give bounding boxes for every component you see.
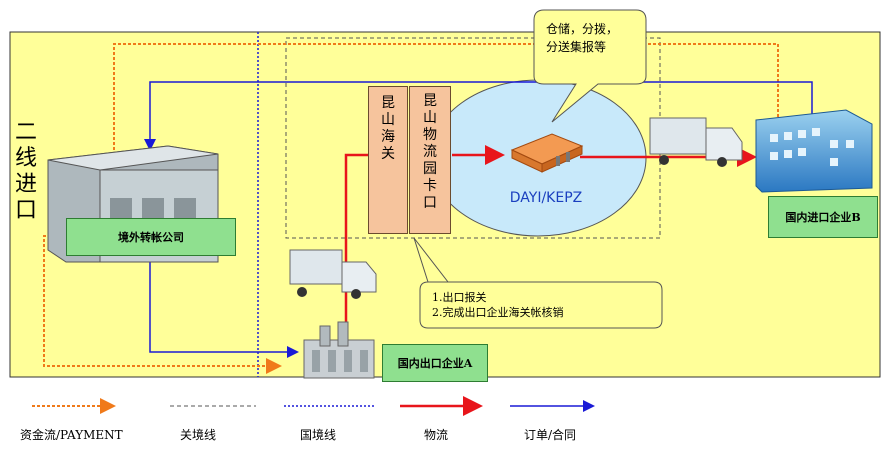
- offshore-company-box: 境外转帐公司: [66, 218, 236, 256]
- payment-flow-top: [113, 43, 779, 150]
- legend-payment-label: 资金流/PAYMENT: [20, 428, 123, 442]
- exporter-factory-icon: [303, 321, 375, 379]
- truck-icon-2: [649, 117, 743, 167]
- legend-logistics-label: 物流: [424, 428, 449, 442]
- kunshan-customs-box: 昆 山 海 关: [368, 86, 408, 234]
- dayi-label: DAYI/KEPZ: [509, 190, 583, 206]
- legend-customs-label: 关境线: [180, 428, 217, 442]
- callout-bottom-bubble: [413, 237, 663, 329]
- callout-top-bubble: [533, 9, 647, 123]
- callout-top-text: 仓储，分拨， 分送集报等: [546, 22, 619, 54]
- second-line-import-label: 二 线 进 口: [14, 120, 37, 223]
- legend-border-label: 国境线: [300, 428, 337, 442]
- importer-box: 国内进口企业B: [768, 196, 878, 238]
- legend-order-label: 订单/合同: [524, 428, 577, 442]
- order-flow-bottom: [149, 256, 299, 358]
- order-flow-top: [144, 81, 813, 151]
- dayi-device-icon: [510, 133, 584, 173]
- logistics-park-gate-box: 昆 山 物 流 园 卡 口: [409, 86, 451, 234]
- importer-building-icon: [755, 109, 873, 193]
- truck-icon-1: [289, 249, 377, 299]
- callout-bottom-text: 1.出口报关 2.完成出口企业海关帐核销: [432, 291, 564, 319]
- exporter-box: 国内出口企业A: [382, 344, 488, 382]
